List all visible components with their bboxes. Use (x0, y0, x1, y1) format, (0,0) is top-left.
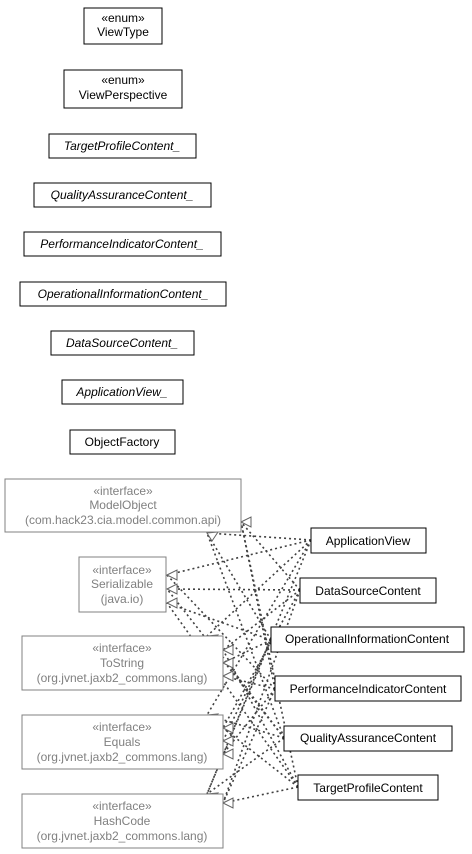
interface-hashcode-name: HashCode (94, 814, 151, 828)
realization-edge-qualityassurancecontent-modelobject (206, 532, 285, 739)
class-applicationview[interactable]: ApplicationView (310, 527, 427, 554)
realization-edge-qualityassurancecontent-hashcode (206, 737, 285, 795)
class-objectfactory[interactable]: ObjectFactory (69, 429, 176, 455)
realization-edge-datasourcecontent-serializable (166, 588, 301, 591)
interface-equals-stereotype: «interface» (92, 720, 152, 734)
class-targetprofilecontent-base[interactable]: TargetProfileContent_ (48, 133, 197, 159)
class-applicationview-base-name: ApplicationView_ (75, 385, 167, 399)
realization-arrowhead-equals-3 (221, 748, 234, 760)
realization-edge-performanceindicatorcontent-serializable (166, 574, 276, 690)
class-operationalinformationcontent-base[interactable]: OperationalInformationContent_ (19, 281, 227, 307)
class-datasourcecontent-base-name: DataSourceContent_ (66, 336, 178, 350)
interface-modelobject-package: (com.hack23.cia.model.common.api) (25, 513, 221, 527)
interface-tostring-stereotype: «interface» (92, 641, 152, 655)
interface-modelobject[interactable]: «interface» ModelObject (com.hack23.cia.… (4, 478, 242, 533)
class-objectfactory-name: ObjectFactory (85, 435, 160, 449)
class-viewperspective-stereotype: «enum» (101, 73, 145, 87)
realization-edge-datasourcecontent-modelobject (240, 521, 301, 591)
realization-edge-performanceindicatorcontent-hashcode (222, 688, 276, 804)
class-performanceindicatorcontent-base-name: PerformanceIndicatorContent_ (40, 237, 203, 251)
class-qualityassurancecontent-base[interactable]: QualityAssuranceContent_ (33, 182, 212, 208)
interface-tostring[interactable]: «interface» ToString (org.jvnet.jaxb2_co… (21, 635, 224, 691)
class-applicationview-name: ApplicationView (326, 534, 411, 548)
realization-arrowhead-serializable-0 (165, 569, 178, 581)
interface-serializable-stereotype: «interface» (92, 563, 152, 577)
realization-edge-targetprofilecontent-tostring (222, 649, 299, 788)
realization-arrowhead-tostring-3 (221, 670, 234, 682)
realization-edge-operationalinformationcontent-modelobject (206, 532, 272, 641)
realization-edge-applicationview-tostring (206, 539, 312, 637)
realization-arrowhead-equals-1 (221, 722, 234, 734)
class-qualityassurancecontent-name: QualityAssuranceContent (300, 731, 437, 745)
realization-edge-operationalinformationcontent-serializable (166, 602, 272, 641)
realization-edge-operationalinformationcontent-tostring (222, 639, 272, 664)
realization-edge-performanceindicatorcontent-equals (222, 688, 276, 755)
interface-hashcode-stereotype: «interface» (92, 799, 152, 813)
realization-edge-datasourcecontent-equals (222, 589, 301, 729)
interface-tostring-name: ToString (100, 656, 144, 670)
class-targetprofilecontent-name: TargetProfileContent (313, 781, 423, 795)
class-applicationview-base[interactable]: ApplicationView_ (61, 379, 184, 405)
realization-arrowhead-serializable-2 (165, 597, 178, 609)
realization-edge-targetprofilecontent-hashcode (222, 786, 299, 804)
realization-edge-applicationview-modelobject (206, 532, 312, 541)
interface-modelobject-name: ModelObject (89, 498, 157, 512)
interface-serializable-name: Serializable (91, 577, 153, 591)
realization-edge-datasourcecontent-tostring (222, 589, 301, 651)
realization-edge-performanceindicatorcontent-tostring (222, 675, 276, 690)
class-targetprofilecontent[interactable]: TargetProfileContent (297, 774, 439, 801)
realization-arrowhead-tostring-1 (221, 644, 234, 656)
interface-serializable[interactable]: «interface» Serializable (java.io) (78, 556, 167, 613)
class-performanceindicatorcontent-name: PerformanceIndicatorContent (290, 682, 447, 696)
realization-arrowhead-serializable-1 (165, 583, 178, 595)
class-viewtype[interactable]: «enum» ViewType (83, 7, 163, 45)
class-performanceindicatorcontent[interactable]: PerformanceIndicatorContent (274, 675, 462, 702)
realization-edge-targetprofilecontent-equals (222, 727, 299, 788)
class-viewtype-stereotype: «enum» (101, 11, 145, 25)
class-operationalinformationcontent-name: OperationalInformationContent (285, 632, 450, 646)
realization-arrowhead-equals-2 (221, 735, 234, 747)
interface-modelobject-stereotype: «interface» (93, 484, 153, 498)
class-operationalinformationcontent[interactable]: OperationalInformationContent (270, 626, 465, 653)
realization-arrowhead-modelobject-1 (239, 516, 252, 528)
realization-arrowhead-tostring-2 (221, 657, 234, 669)
realization-arrowhead-modelobject-0 (206, 531, 219, 542)
class-targetprofilecontent-base-name: TargetProfileContent_ (64, 139, 180, 153)
interface-hashcode-package: (org.jvnet.jaxb2_commons.lang) (37, 829, 208, 843)
interface-equals[interactable]: «interface» Equals (org.jvnet.jaxb2_comm… (21, 714, 224, 770)
class-performanceindicatorcontent-base[interactable]: PerformanceIndicatorContent_ (23, 231, 222, 257)
class-operationalinformationcontent-base-name: OperationalInformationContent_ (38, 287, 209, 301)
realization-edge-applicationview-equals (206, 539, 312, 716)
class-datasourcecontent-name: DataSourceContent (315, 584, 421, 598)
realization-edge-applicationview-hashcode (206, 539, 312, 795)
realization-arrowhead-hashcode-1 (221, 797, 234, 809)
interface-hashcode[interactable]: «interface» HashCode (org.jvnet.jaxb2_co… (21, 793, 224, 849)
class-qualityassurancecontent-base-name: QualityAssuranceContent_ (51, 188, 194, 202)
interface-tostring-package: (org.jvnet.jaxb2_commons.lang) (37, 671, 208, 685)
realization-edge-applicationview-serializable (166, 539, 312, 576)
interface-equals-package: (org.jvnet.jaxb2_commons.lang) (37, 750, 208, 764)
class-datasourcecontent-base[interactable]: DataSourceContent_ (50, 330, 195, 356)
class-qualityassurancecontent[interactable]: QualityAssuranceContent (283, 725, 453, 752)
class-viewperspective[interactable]: «enum» ViewPerspective (63, 69, 183, 109)
class-datasourcecontent[interactable]: DataSourceContent (299, 577, 437, 604)
class-viewperspective-name: ViewPerspective (79, 88, 168, 102)
class-viewtype-name: ViewType (97, 25, 149, 39)
realization-edge-performanceindicatorcontent-modelobject (240, 521, 276, 690)
interface-serializable-package: (java.io) (101, 592, 144, 606)
interface-equals-name: Equals (104, 735, 141, 749)
